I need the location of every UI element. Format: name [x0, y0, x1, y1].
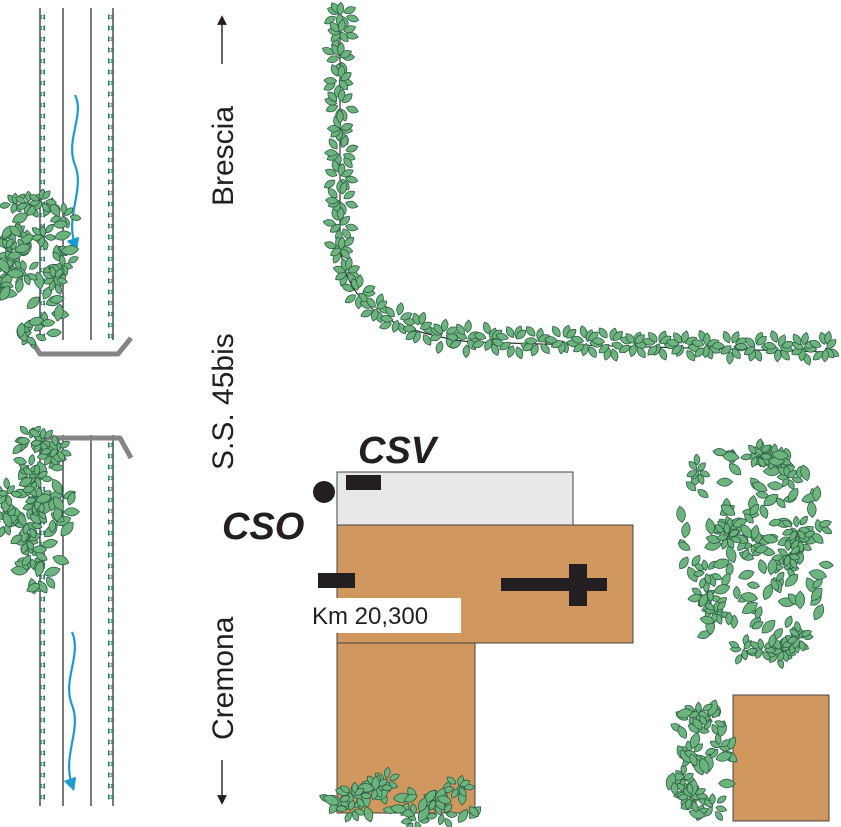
tree-cluster-south-west	[0, 425, 80, 595]
tree-cluster-east-upper	[676, 438, 834, 669]
annex-building	[336, 642, 476, 814]
tree-cluster-north-west	[0, 188, 82, 350]
milestone-marker-icon	[318, 573, 355, 588]
direction-north: Brescia	[207, 15, 240, 206]
flow-arrow-north-icon	[66, 94, 80, 252]
direction-south: Cremona	[207, 616, 240, 805]
church-cross-icon	[501, 564, 607, 606]
tree-cluster-south-bottom	[319, 766, 482, 827]
cso-node-icon	[313, 481, 335, 503]
destination-cremona: Cremona	[207, 616, 240, 740]
hedge-curve-line	[339, 12, 829, 353]
road-name: S.S. 45bis	[207, 333, 240, 470]
drainage-channel-north	[27, 8, 133, 357]
flow-arrow-south-icon	[63, 631, 77, 792]
milestone-label-bg	[305, 598, 461, 633]
tree-cluster-east-lower	[665, 699, 738, 822]
csv-sensor-icon	[346, 475, 381, 490]
destination-brescia: Brescia	[207, 106, 240, 206]
culvert-south	[40, 435, 134, 460]
cso-label: CSO	[222, 506, 304, 548]
drainage-channel-south	[39, 435, 134, 806]
hedge-curve	[322, 1, 840, 366]
csv-label: CSV	[358, 430, 439, 472]
east-building	[732, 694, 830, 822]
milestone-label: Km 20,300	[312, 603, 428, 630]
